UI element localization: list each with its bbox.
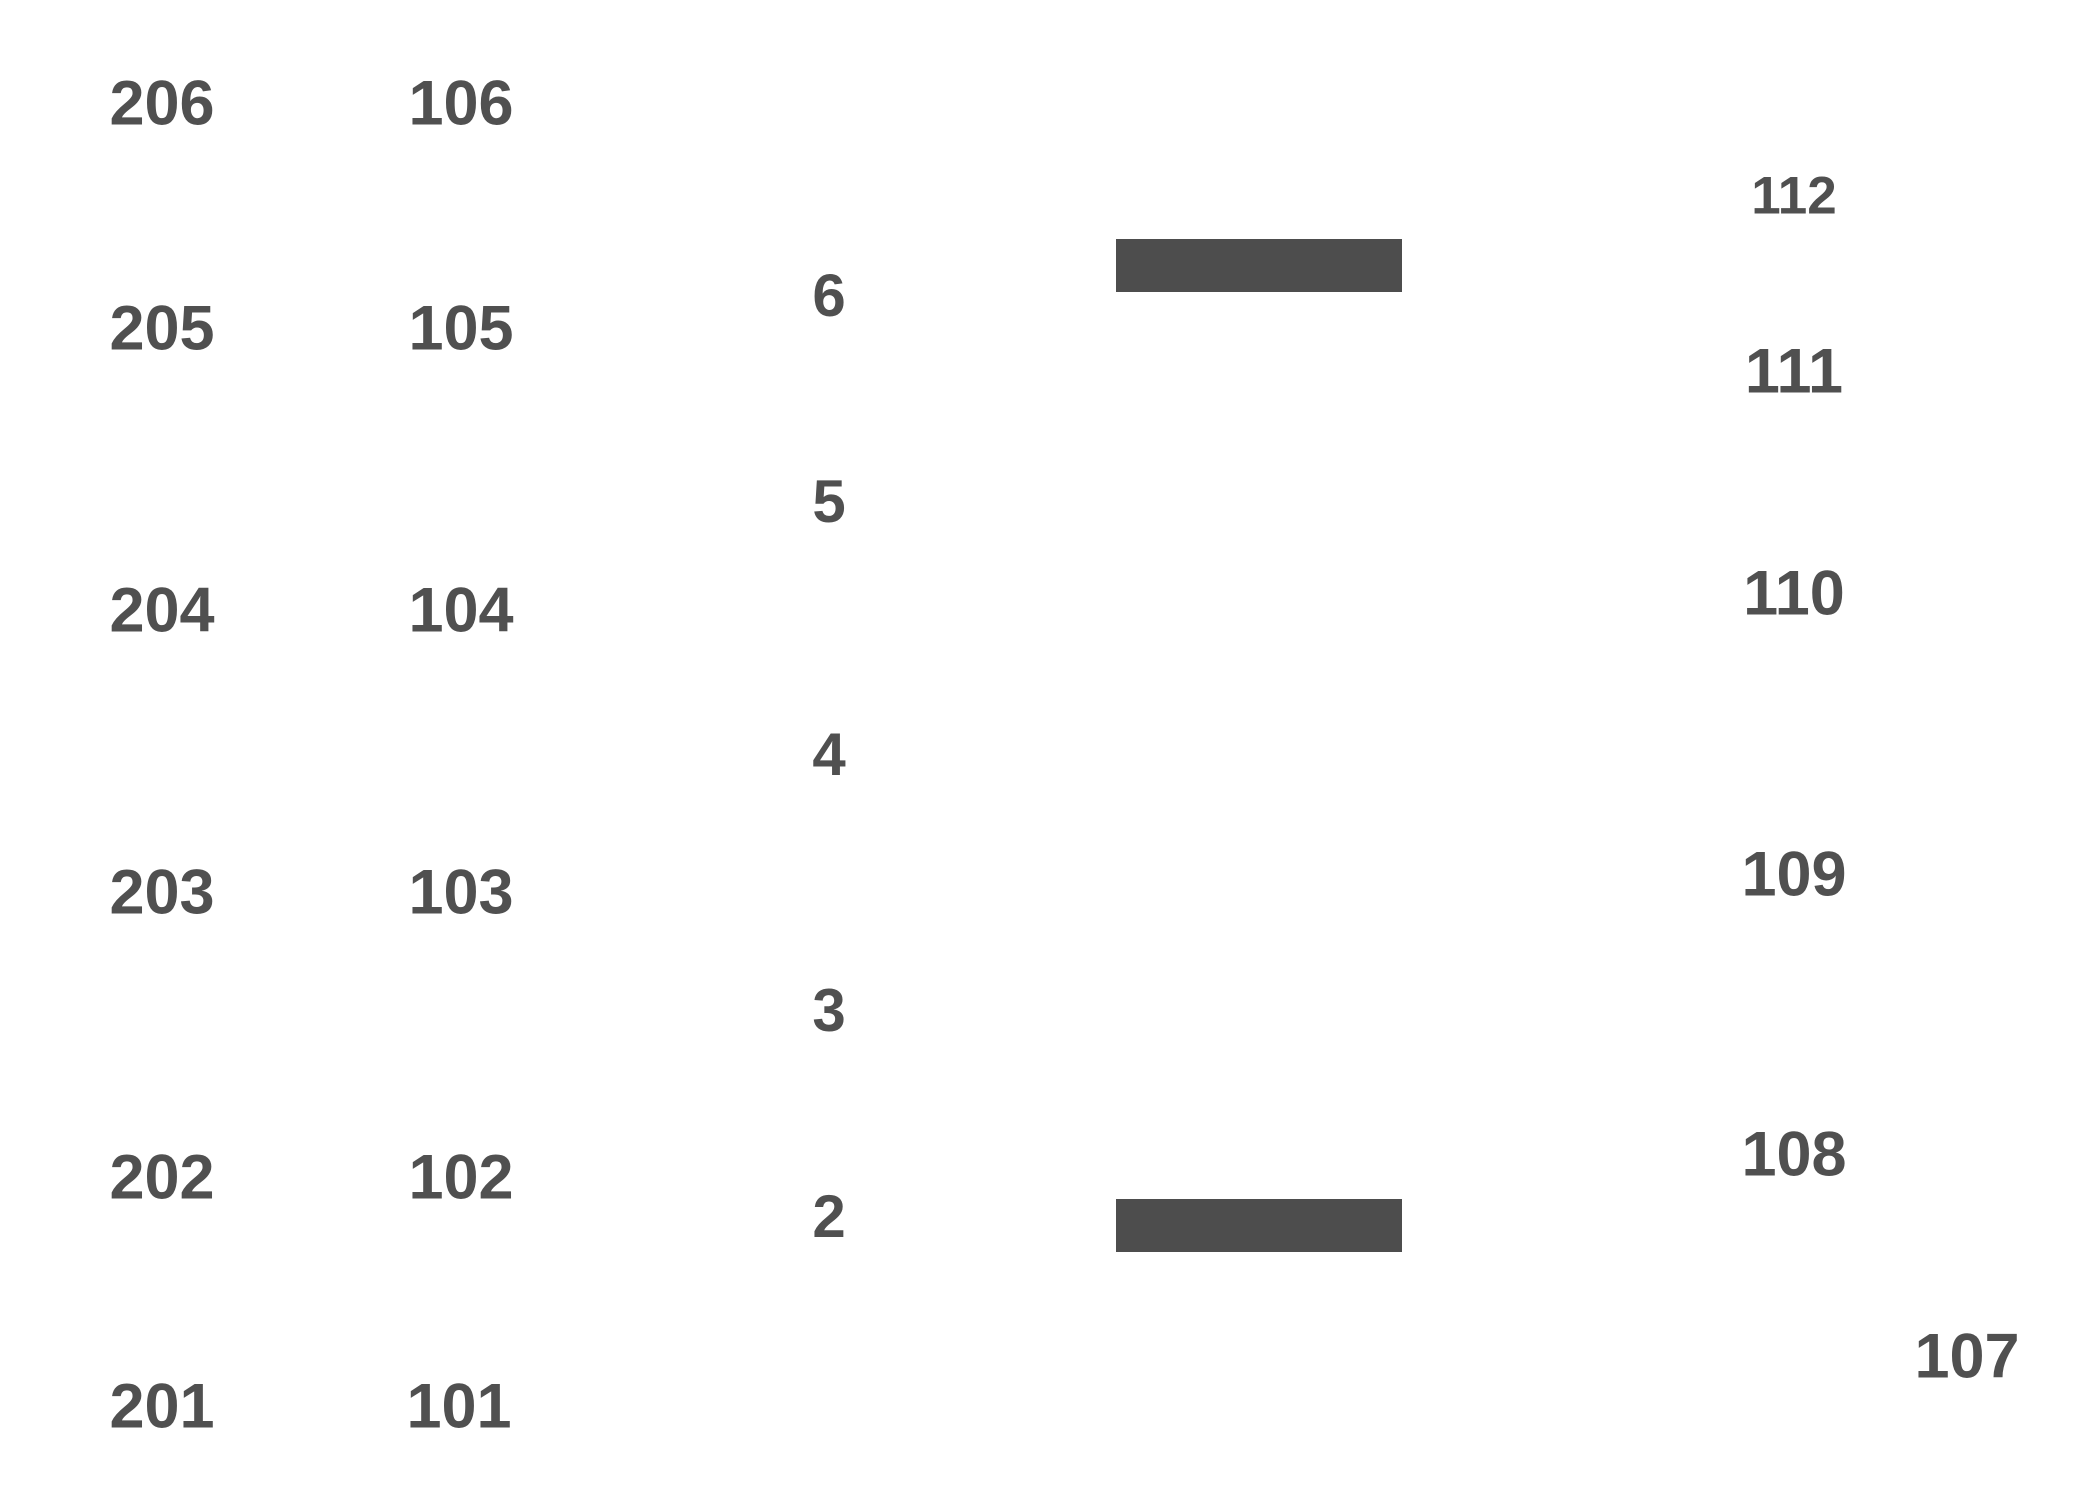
label-103: 103 — [408, 857, 514, 928]
label-5: 5 — [812, 468, 846, 535]
bottom-bar — [1116, 1199, 1402, 1252]
label-102: 102 — [408, 1142, 514, 1213]
top-bar — [1116, 239, 1402, 292]
label-201: 201 — [109, 1371, 215, 1442]
label-104: 104 — [408, 575, 514, 646]
label-3: 3 — [812, 977, 846, 1044]
label-6: 6 — [812, 262, 846, 329]
label-109: 109 — [1741, 839, 1847, 910]
label-101: 101 — [406, 1371, 512, 1442]
label-206: 206 — [109, 68, 215, 139]
label-108: 108 — [1741, 1119, 1847, 1190]
label-202: 202 — [109, 1142, 215, 1213]
label-205: 205 — [109, 293, 215, 364]
label-203: 203 — [109, 857, 215, 928]
label-110: 110 — [1743, 558, 1845, 629]
label-112: 112 — [1751, 166, 1837, 226]
label-2: 2 — [812, 1183, 846, 1250]
label-106: 106 — [408, 68, 514, 139]
label-107: 107 — [1914, 1321, 2020, 1392]
label-4: 4 — [812, 721, 846, 788]
label-111: 111 — [1744, 336, 1844, 407]
label-204: 204 — [109, 575, 215, 646]
label-105: 105 — [408, 293, 514, 364]
